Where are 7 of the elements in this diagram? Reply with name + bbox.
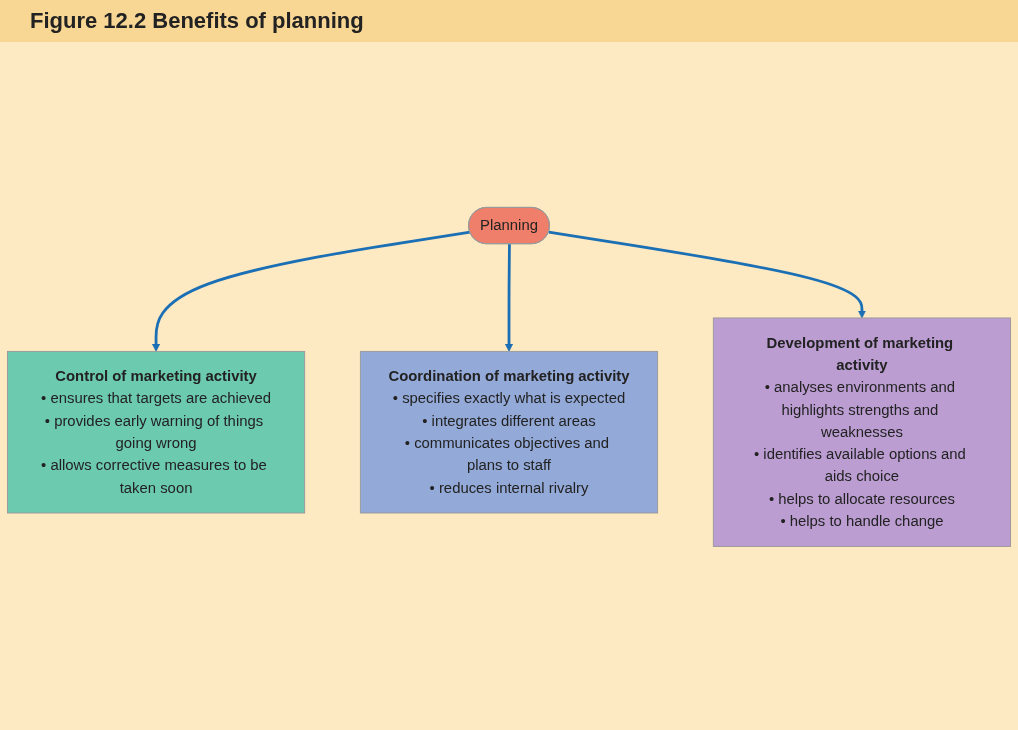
arrow [504, 244, 514, 352]
arrow [151, 230, 471, 352]
node-box: Development of marketing activity • analyses environments and highlights strengths and weaknesses • identifies available options and aids choice • helps to allocate resources • helps to handle change [712, 317, 1012, 547]
node-box: Coordination of marketing activity • specifies exactly what is expected • integrates different areas • communicates objectives and plans to staff • reduces internal rivalry [359, 351, 659, 514]
arrow [548, 230, 867, 319]
figure-title: Figure 12.2 Benefits of planning [0, 0, 1018, 42]
node-box: Control of marketing activity • ensures that targets are achieved • provides early warning of things going wrong • allows corrective measures to be taken soon [6, 351, 306, 514]
